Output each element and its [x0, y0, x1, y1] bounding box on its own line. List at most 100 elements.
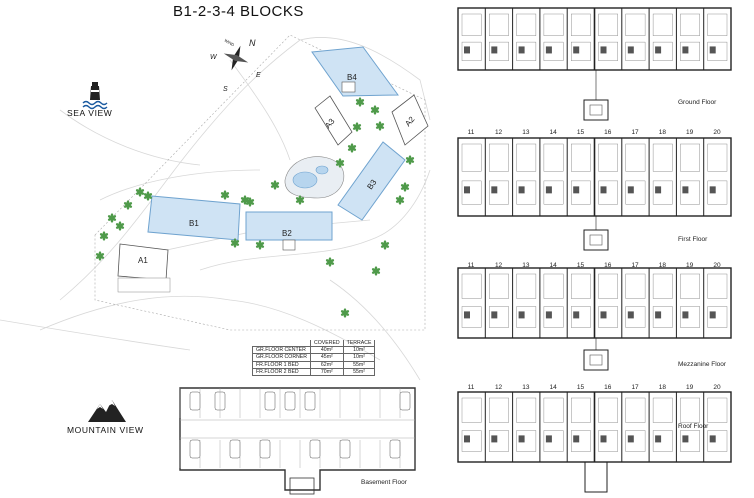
- palm-tree-icon: [295, 195, 305, 205]
- floor-label-first: First Floor: [678, 236, 708, 243]
- compass-east: E: [256, 72, 261, 79]
- area-row: GR.FLOOR CORNER 45m² 10m²: [251, 353, 376, 362]
- compass-west: W: [210, 54, 217, 61]
- unit-number: 12: [494, 262, 503, 269]
- unit-number: 18: [658, 129, 666, 136]
- unit-number: 14: [549, 262, 557, 269]
- area-row: FR.FLOOR 1 BED 62m² 55m²: [251, 360, 376, 369]
- unit-number: 18: [658, 384, 666, 391]
- site-outline: [94, 34, 426, 331]
- unit-number: 19: [686, 262, 694, 269]
- floor-label-ground: Ground Floor: [678, 99, 717, 106]
- parked-car-icon: [264, 391, 276, 411]
- palm-tree-icon: [335, 158, 345, 168]
- block-label-a1: A1: [138, 256, 148, 265]
- unit-number: 15: [576, 129, 585, 136]
- unit-number: 13: [522, 262, 530, 269]
- parked-car-icon: [309, 439, 321, 459]
- pool-area: [284, 156, 345, 199]
- page-title: B1-2-3-4 BLOCKS: [173, 3, 304, 20]
- unit-number: 17: [631, 262, 639, 269]
- unit-number: 11: [467, 384, 475, 391]
- parked-car-icon: [389, 439, 401, 459]
- compass-north: N: [249, 38, 256, 48]
- palm-tree-icon: [380, 240, 390, 250]
- palm-trees: [95, 97, 415, 318]
- unit-number: 14: [549, 384, 557, 391]
- parked-car-icon: [339, 439, 351, 459]
- unit-number: 14: [549, 129, 557, 136]
- unit-number: 19: [686, 384, 694, 391]
- area-row: FR.FLOOR 2 BED 70m² 55m²: [251, 367, 376, 377]
- block-a3: [314, 95, 353, 146]
- block-a1: [117, 243, 171, 293]
- palm-tree-icon: [230, 238, 240, 248]
- unit-number: 17: [631, 129, 639, 136]
- palm-tree-icon: [405, 155, 415, 165]
- unit-floor-plans: [457, 7, 732, 493]
- palm-tree-icon: [143, 191, 153, 201]
- block-b4: [311, 46, 399, 97]
- block-b3: [337, 141, 406, 221]
- compass-south: S: [223, 86, 228, 93]
- palm-tree-icon: [123, 200, 133, 210]
- unit-number: 13: [522, 384, 530, 391]
- parked-car-icon: [189, 439, 201, 459]
- area-header-covered: COVERED: [310, 340, 344, 348]
- lighthouse-icon: [82, 82, 108, 110]
- unit-number: 18: [658, 262, 666, 269]
- unit-number: 15: [576, 262, 585, 269]
- block-a2: [391, 94, 429, 146]
- unit-number: 11: [467, 262, 475, 269]
- parked-car-icon: [259, 439, 271, 459]
- basement-floor-plan: [179, 387, 416, 495]
- palm-tree-icon: [352, 122, 362, 132]
- block-b1: [147, 195, 241, 241]
- palm-tree-icon: [371, 266, 381, 276]
- floor-plan: [457, 391, 732, 463]
- palm-tree-icon: [325, 257, 335, 267]
- floor-label-mezzanine: Mezzanine Floor: [678, 361, 727, 368]
- floor-label-roof: Roof Floor: [678, 423, 709, 430]
- palm-tree-icon: [245, 197, 255, 207]
- block-label-b4: B4: [347, 73, 357, 82]
- sea-view-label: SEA VIEW: [67, 108, 113, 118]
- unit-number: 20: [713, 129, 721, 136]
- floor-plan: [457, 267, 732, 371]
- floor-label-basement: Basement Floor: [361, 479, 407, 486]
- palm-tree-icon: [99, 231, 109, 241]
- palm-tree-icon: [240, 195, 250, 205]
- palm-tree-icon: [107, 213, 117, 223]
- palm-tree-icon: [347, 143, 357, 153]
- unit-number: 12: [494, 129, 503, 136]
- floor-plan: [457, 137, 732, 251]
- palm-tree-icon: [355, 97, 365, 107]
- block-b2: [245, 211, 333, 251]
- unit-number: 16: [604, 384, 612, 391]
- palm-tree-icon: [95, 251, 105, 261]
- palm-tree-icon: [255, 240, 265, 250]
- unit-number: 11: [467, 129, 475, 136]
- palm-tree-icon: [115, 221, 125, 231]
- parked-car-icon: [304, 391, 316, 411]
- parked-car-icon: [399, 391, 411, 411]
- unit-number: 19: [686, 129, 694, 136]
- area-row: GR.FLOOR CENTER 40m² 10m²: [251, 346, 376, 355]
- area-header-terrace: TERRACE: [342, 340, 376, 348]
- compass-rose: [223, 45, 249, 71]
- palm-tree-icon: [135, 187, 145, 197]
- unit-number: 20: [713, 262, 721, 269]
- parked-car-icon: [284, 391, 296, 411]
- parked-car-icon: [229, 439, 241, 459]
- palm-tree-icon: [340, 308, 350, 318]
- mountain-view-label: MOUNTAIN VIEW: [67, 425, 144, 435]
- unit-number: 12: [494, 384, 503, 391]
- palm-tree-icon: [395, 195, 405, 205]
- unit-number: 15: [576, 384, 585, 391]
- unit-number: 16: [604, 129, 612, 136]
- palm-tree-icon: [400, 182, 410, 192]
- palm-tree-icon: [270, 180, 280, 190]
- block-label-b2: B2: [282, 229, 292, 238]
- unit-number: 13: [522, 129, 530, 136]
